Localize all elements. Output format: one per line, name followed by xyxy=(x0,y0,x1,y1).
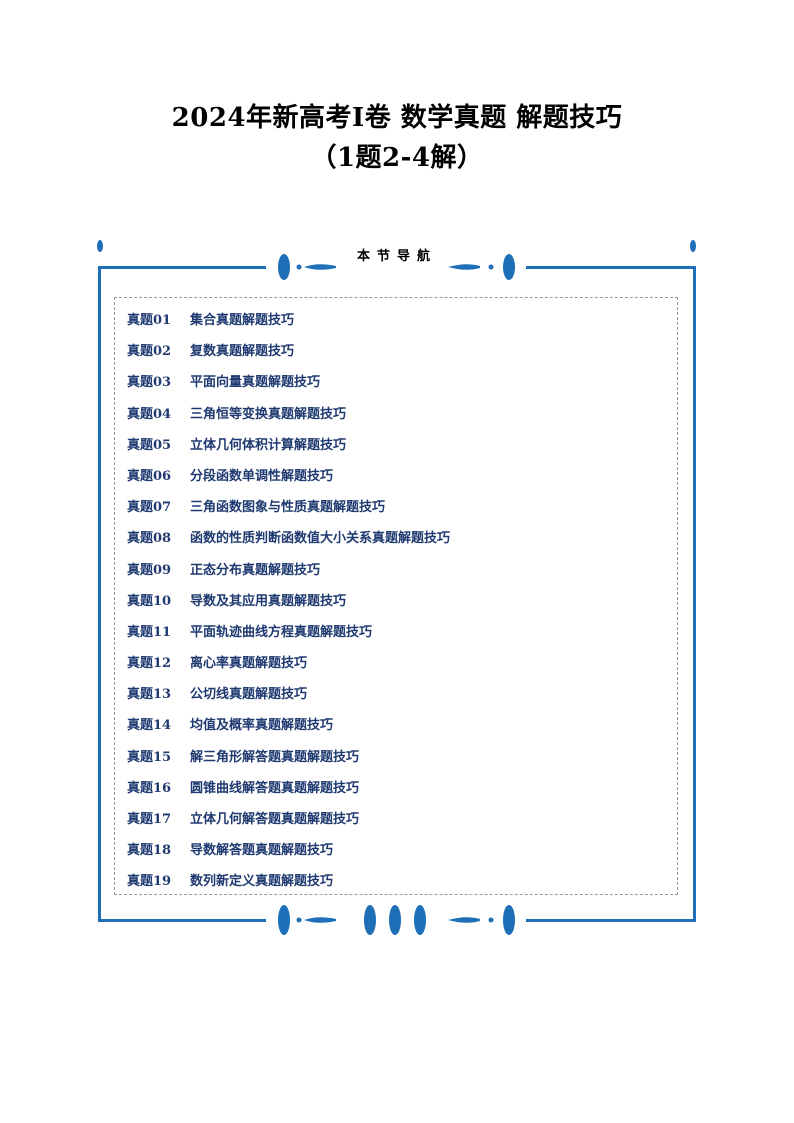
toc-box xyxy=(114,297,678,895)
toc-item-01[interactable]: 真题01 集合真题解题技巧 xyxy=(127,305,450,336)
toc-item-19[interactable]: 真题19 数列新定义真题解题技巧 xyxy=(127,866,450,897)
toc-list: 真题01 集合真题解题技巧 真题02 复数真题解题技巧 真题03 平面向量真题解题技巧… xyxy=(127,305,450,898)
toc-item-number: 真题18 xyxy=(127,843,172,859)
decorative-frame-icon xyxy=(97,240,696,935)
toc-item-number: 真题14 xyxy=(127,718,172,734)
toc-item-03[interactable]: 真题03 平面向量真题解题技巧 xyxy=(127,367,450,398)
toc-item-number: 真题08 xyxy=(127,531,172,547)
toc-item-number: 真题01 xyxy=(127,313,172,328)
toc-item-06[interactable]: 真题06 分段函数单调性解题技巧 xyxy=(127,461,450,492)
toc-item-text: 立体几何解答题真题解题技巧 xyxy=(190,812,360,827)
toc-item-number: 真题07 xyxy=(127,500,172,516)
toc-item-number: 真题16 xyxy=(127,780,172,796)
toc-item-text: 数列新定义真题解题技巧 xyxy=(190,874,334,890)
toc-item-07[interactable]: 真题07 三角函数图象与性质真题解题技巧 xyxy=(127,492,450,523)
toc-item-12[interactable]: 真题12 离心率真题解题技巧 xyxy=(127,648,450,679)
toc-item-08[interactable]: 真题08 函数的性质判断函数值大小关系真题解题技巧 xyxy=(127,523,450,554)
toc-item-09[interactable]: 真题09 正态分布真题解题技巧 xyxy=(127,555,450,586)
nav-header: 本节导航 xyxy=(356,249,437,264)
toc-item-text: 立体几何体积计算解题技巧 xyxy=(190,437,347,453)
toc-item-17[interactable]: 真题17 立体几何解答题真题解题技巧 xyxy=(127,804,450,835)
toc-item-text: 解三角形解答题真题解题技巧 xyxy=(190,749,360,765)
toc-item-number: 真题19 xyxy=(127,874,172,890)
toc-item-text: 三角恒等变换真题解题技巧 xyxy=(190,406,347,422)
toc-item-number: 真题15 xyxy=(127,749,172,765)
toc-item-text: 平面向量真题解题技巧 xyxy=(190,375,321,391)
toc-item-text: 正态分布真题解题技巧 xyxy=(190,562,321,578)
toc-item-number: 真题05 xyxy=(127,437,172,453)
toc-item-text: 离心率真题解题技巧 xyxy=(190,656,308,672)
toc-item-number: 真题13 xyxy=(127,687,172,703)
toc-item-text: 函数的性质判断函数值大小关系真题解题技巧 xyxy=(190,531,451,547)
toc-item-text: 复数真题解题技巧 xyxy=(190,344,295,360)
toc-item-text: 分段函数单调性解题技巧 xyxy=(190,468,334,484)
toc-item-number: 真题09 xyxy=(127,562,172,578)
toc-item-18[interactable]: 真题18 导数解答题真题解题技巧 xyxy=(127,835,450,866)
toc-item-number: 真题17 xyxy=(127,812,172,827)
toc-item-16[interactable]: 真题16 圆锥曲线解答题真题解题技巧 xyxy=(127,773,450,804)
toc-item-02[interactable]: 真题02 复数真题解题技巧 xyxy=(127,336,450,367)
toc-item-text: 均值及概率真题解题技巧 xyxy=(190,718,334,734)
toc-item-11[interactable]: 真题11 平面轨迹曲线方程真题解题技巧 xyxy=(127,617,450,648)
toc-item-text: 公切线真题解题技巧 xyxy=(190,687,308,703)
toc-item-text: 集合真题解题技巧 xyxy=(190,313,295,328)
toc-item-number: 真题02 xyxy=(127,344,172,360)
toc-item-number: 真题04 xyxy=(127,406,172,422)
toc-item-text: 导数解答题真题解题技巧 xyxy=(190,843,334,859)
toc-item-14[interactable]: 真题14 均值及概率真题解题技巧 xyxy=(127,710,450,741)
toc-item-number: 真题11 xyxy=(127,624,172,640)
toc-item-number: 真题10 xyxy=(127,593,172,609)
toc-item-text: 圆锥曲线解答题真题解题技巧 xyxy=(190,780,360,796)
toc-item-15[interactable]: 真题15 解三角形解答题真题解题技巧 xyxy=(127,742,450,773)
toc-item-04[interactable]: 真题04 三角恒等变换真题解题技巧 xyxy=(127,399,450,430)
toc-item-text: 导数及其应用真题解题技巧 xyxy=(190,593,347,609)
toc-item-05[interactable]: 真题05 立体几何体积计算解题技巧 xyxy=(127,430,450,461)
document-title: 2024年新高考Ⅰ卷 数学真题 解题技巧 （1题2-4解） xyxy=(0,98,794,178)
toc-item-text: 三角函数图象与性质真题解题技巧 xyxy=(190,500,386,516)
toc-item-number: 真题12 xyxy=(127,656,172,672)
toc-item-number: 真题06 xyxy=(127,468,172,484)
toc-item-text: 平面轨迹曲线方程真题解题技巧 xyxy=(190,624,373,640)
title-line-1: 2024年新高考Ⅰ卷 数学真题 解题技巧 xyxy=(171,103,623,133)
toc-item-10[interactable]: 真题10 导数及其应用真题解题技巧 xyxy=(127,586,450,617)
toc-item-13[interactable]: 真题13 公切线真题解题技巧 xyxy=(127,679,450,710)
nav-frame: 本节导航 xyxy=(96,235,698,945)
title-line-2: （1题2-4解） xyxy=(310,143,484,173)
toc-item-number: 真题03 xyxy=(127,375,172,391)
